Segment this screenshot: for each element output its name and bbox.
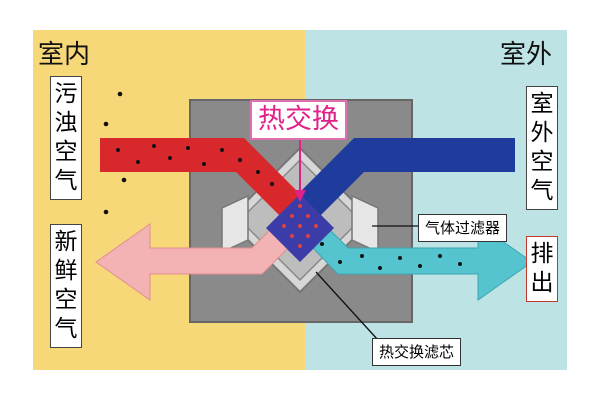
heat-exchange-title: 热交换 [250, 100, 347, 140]
exhaust-flow [100, 138, 300, 236]
title-pointer-head [294, 190, 306, 202]
indoor-particles [103, 91, 127, 215]
mixing-zone-dots [282, 204, 318, 248]
fresh-supply-label: 新鲜空气 [50, 224, 82, 348]
indoor-exhaust-label: 污浊空气 [50, 76, 82, 200]
core-leader [315, 271, 379, 341]
discharge-particles [320, 242, 462, 270]
exhaust-particles [116, 144, 274, 186]
outdoor-intake-flow [300, 138, 515, 236]
core-callout: 热交换滤芯 [372, 338, 462, 366]
gas-filter-callout: 气体过滤器 [418, 214, 508, 242]
outdoor-intake-label: 室外空气 [526, 86, 558, 210]
indoor-zone-label: 室内 [38, 40, 91, 70]
outdoor-zone-label: 室外 [500, 40, 553, 70]
discharge-label: 排出 [526, 236, 558, 302]
